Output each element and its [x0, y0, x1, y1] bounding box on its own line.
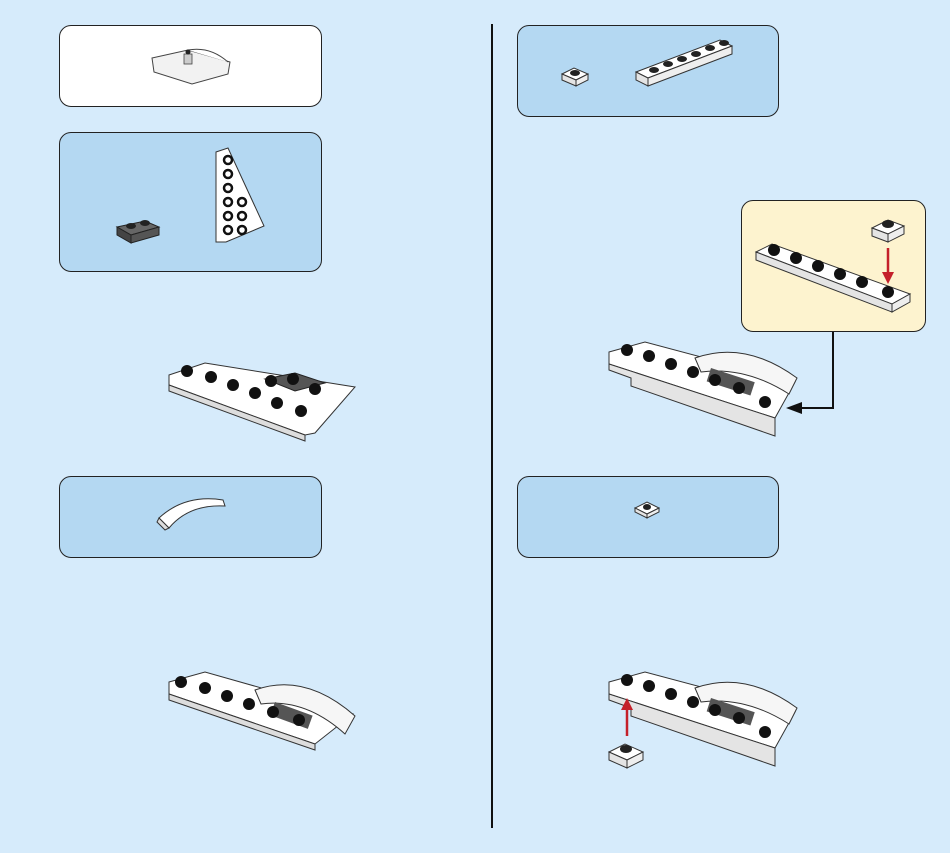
white-wedge-plate-icon [206, 146, 270, 246]
white-1x1-round-plate-icon [633, 498, 661, 522]
parts-panel-step-2 [59, 132, 322, 272]
white-1x6-plate-icon [632, 36, 736, 92]
wedge-with-dark-plate-icon [165, 355, 360, 445]
white-curved-slope-icon [155, 490, 229, 532]
assembly-with-underside-plate-icon [605, 668, 805, 773]
dark-gray-1x2-plate-icon [115, 215, 163, 245]
callout-assembly-icon [752, 212, 917, 322]
white-1x1-plate-icon [560, 64, 590, 90]
wedge-with-curved-slope-icon [165, 668, 365, 753]
assembled-preview-icon [148, 40, 238, 90]
column-divider [491, 24, 493, 828]
stacked-wedge-assembly-icon [605, 338, 800, 438]
